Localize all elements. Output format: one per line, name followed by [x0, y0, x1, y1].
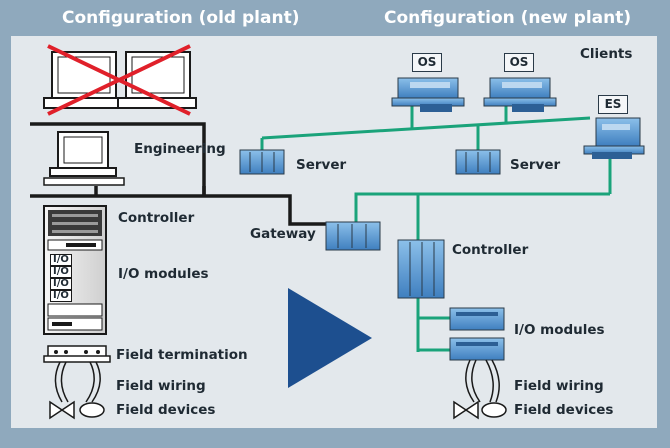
label-server-1: Server	[296, 157, 347, 173]
field-termination-old	[43, 345, 111, 363]
field-wiring-old	[54, 361, 101, 403]
engineering-pc	[43, 131, 125, 186]
field-devices-new	[453, 400, 507, 420]
old-monitors-crossed	[43, 44, 197, 116]
es-client	[583, 117, 645, 159]
header-old-plant: Configuration (old plant)	[62, 8, 300, 28]
label-old-io-modules: I/O modules	[118, 266, 209, 282]
os-client-2	[483, 77, 557, 112]
server-2-device	[455, 149, 501, 175]
new-io-module-2	[449, 337, 505, 361]
os-tag-2: OS	[504, 53, 534, 72]
os-client-1	[391, 77, 465, 112]
label-new-io-modules: I/O modules	[514, 322, 605, 338]
server-1-device	[239, 149, 285, 175]
new-controller-device	[397, 239, 445, 299]
label-field-termination: Field termination	[116, 347, 248, 363]
label-new-controller: Controller	[452, 242, 529, 258]
label-old-field-devices: Field devices	[116, 402, 216, 418]
gateway-device	[325, 221, 381, 251]
label-new-field-wiring: Field wiring	[514, 378, 604, 394]
label-old-controller: Controller	[118, 210, 195, 226]
io-slot-label-2: I/O	[50, 266, 72, 278]
field-devices-old	[49, 400, 105, 420]
os-tag-1: OS	[412, 53, 442, 72]
label-gateway: Gateway	[250, 226, 316, 242]
old-bus-lines	[30, 122, 330, 226]
field-wiring-new	[465, 359, 500, 403]
new-io-module-1	[449, 307, 505, 331]
label-old-field-wiring: Field wiring	[116, 378, 206, 394]
label-clients: Clients	[580, 46, 633, 62]
label-server-2: Server	[510, 157, 561, 173]
label-new-field-devices: Field devices	[514, 402, 614, 418]
io-slot-label-4: I/O	[50, 290, 72, 302]
es-tag: ES	[598, 95, 628, 114]
io-slot-label-1: I/O	[50, 254, 72, 266]
io-slot-label-3: I/O	[50, 278, 72, 290]
header-new-plant: Configuration (new plant)	[384, 8, 632, 28]
migration-arrow	[288, 288, 372, 388]
label-engineering: Engineering	[134, 141, 226, 157]
